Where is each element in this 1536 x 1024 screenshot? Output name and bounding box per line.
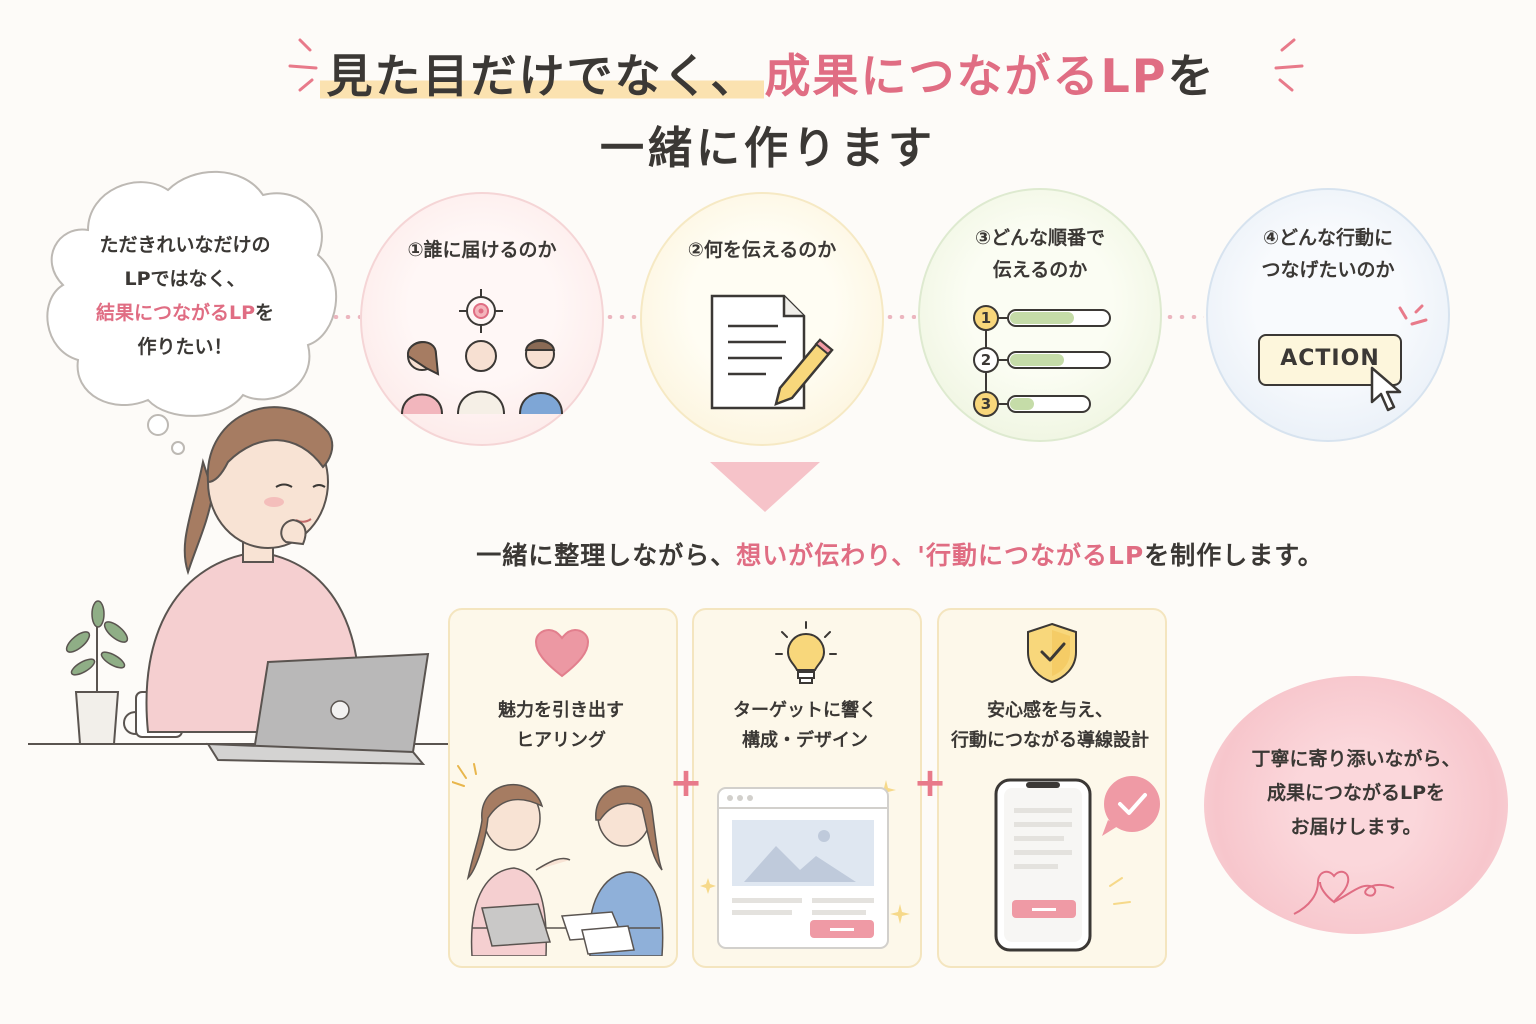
card-3-line1: 安心感を与え、	[987, 700, 1113, 721]
thought-pink: 結果につながるLP	[95, 302, 256, 324]
dotted-connector	[884, 315, 916, 319]
summary-pink1: 想いが伝わり、	[736, 541, 918, 570]
ordered-steps-icon	[973, 305, 1111, 417]
closing-bubble	[1204, 676, 1508, 934]
closing-line2: 成果につながるLPを	[1266, 782, 1446, 804]
card-3-label: 安心感を与え、 行動につながる導線設計	[937, 696, 1163, 756]
summary-end: を制作します。	[1144, 541, 1324, 570]
card-1-line2: ヒアリング	[516, 730, 606, 751]
step-3-line2: 伝えるのか	[992, 259, 1088, 281]
thought-text: ただきれいなだけの LPではなく、 結果につながるLPを 作りたい！	[60, 228, 310, 364]
summary-start: 一緒に整理しながら、	[476, 541, 737, 570]
card-2-line2: 構成・デザイン	[742, 730, 868, 751]
webpage-mockup-illustration	[700, 780, 910, 949]
step-circle-4	[1206, 188, 1450, 442]
card-3-line2: 行動につながる導線設計	[951, 730, 1149, 751]
step-2-label: ②何を伝えるのか	[687, 239, 837, 261]
step-1-label: ①誰に届けるのか	[407, 239, 557, 261]
step-marker-3: 3	[980, 395, 992, 413]
step-4-label: ④どんな行動に つなげたいのか	[1208, 222, 1448, 286]
step-marker-2: 2	[980, 351, 992, 369]
headline-end: を	[1167, 49, 1216, 103]
sparkle-left-icon	[288, 38, 318, 92]
cursor-arrow-icon	[1370, 366, 1402, 412]
thought-line3-end: を	[255, 302, 275, 324]
card-1-line1: 魅力を引き出す	[498, 700, 624, 721]
lightbulb-icon	[775, 621, 837, 684]
card-2-line1: ターゲットに響く	[733, 700, 877, 721]
meeting-illustration	[452, 763, 664, 956]
people-group-icon	[401, 339, 563, 414]
shield-check-icon	[1027, 622, 1077, 684]
step-3-line1: ③どんな順番で	[974, 227, 1106, 249]
step-3-label: ③どんな順番で 伝えるのか	[920, 222, 1160, 286]
document-pencil-icon	[710, 294, 834, 410]
step-4-line2: つなげたいのか	[1261, 259, 1395, 281]
headline-pink: 成果につながるLP	[764, 49, 1168, 103]
thought-line4: 作りたい！	[137, 336, 233, 358]
dotted-connector	[1164, 315, 1204, 319]
plus-symbol: +	[669, 760, 703, 806]
thought-line3: 結果につながるLPを	[60, 296, 310, 330]
woman-with-laptop-illustration	[28, 406, 448, 766]
summary-text: 一緒に整理しながら、想いが伝わり、'行動につながるLPを制作します。	[420, 536, 1380, 572]
thought-line2: LPではなく、	[124, 268, 246, 290]
headline-highlight: 見た目だけでなく、	[320, 49, 765, 103]
plus-symbol: +	[913, 760, 947, 806]
thought-line1: ただきれいなだけの	[99, 234, 271, 256]
target-icon	[459, 289, 503, 333]
headline-line2: 一緒に作ります	[600, 123, 936, 174]
dotted-connector	[330, 315, 360, 319]
closing-line1: 丁寧に寄り添いながら、	[1251, 748, 1461, 770]
smartphone-check-illustration	[994, 776, 1160, 952]
down-arrow-icon	[710, 462, 820, 512]
closing-text: 丁寧に寄り添いながら、 成果につながるLPを お届けします。	[1204, 742, 1508, 844]
card-1-label: 魅力を引き出す ヒアリング	[448, 696, 674, 756]
summary-pink2: 行動につながるLP	[925, 541, 1145, 570]
closing-line3: お届けします。	[1290, 816, 1422, 838]
summary-quote: '	[917, 541, 926, 570]
step-marker-1: 1	[980, 309, 992, 327]
headline-line1: 見た目だけでなく、成果につながるLPを	[0, 40, 1536, 106]
heart-line-icon	[1293, 870, 1395, 915]
sparkle-right-icon	[1274, 38, 1304, 92]
step-4-line1: ④どんな行動に	[1262, 227, 1394, 249]
click-sparkle-icon	[1398, 304, 1428, 326]
heart-icon	[534, 628, 590, 678]
thought-cloud	[46, 170, 338, 455]
card-2-label: ターゲットに響く 構成・デザイン	[692, 696, 918, 756]
dotted-connector	[604, 315, 638, 319]
